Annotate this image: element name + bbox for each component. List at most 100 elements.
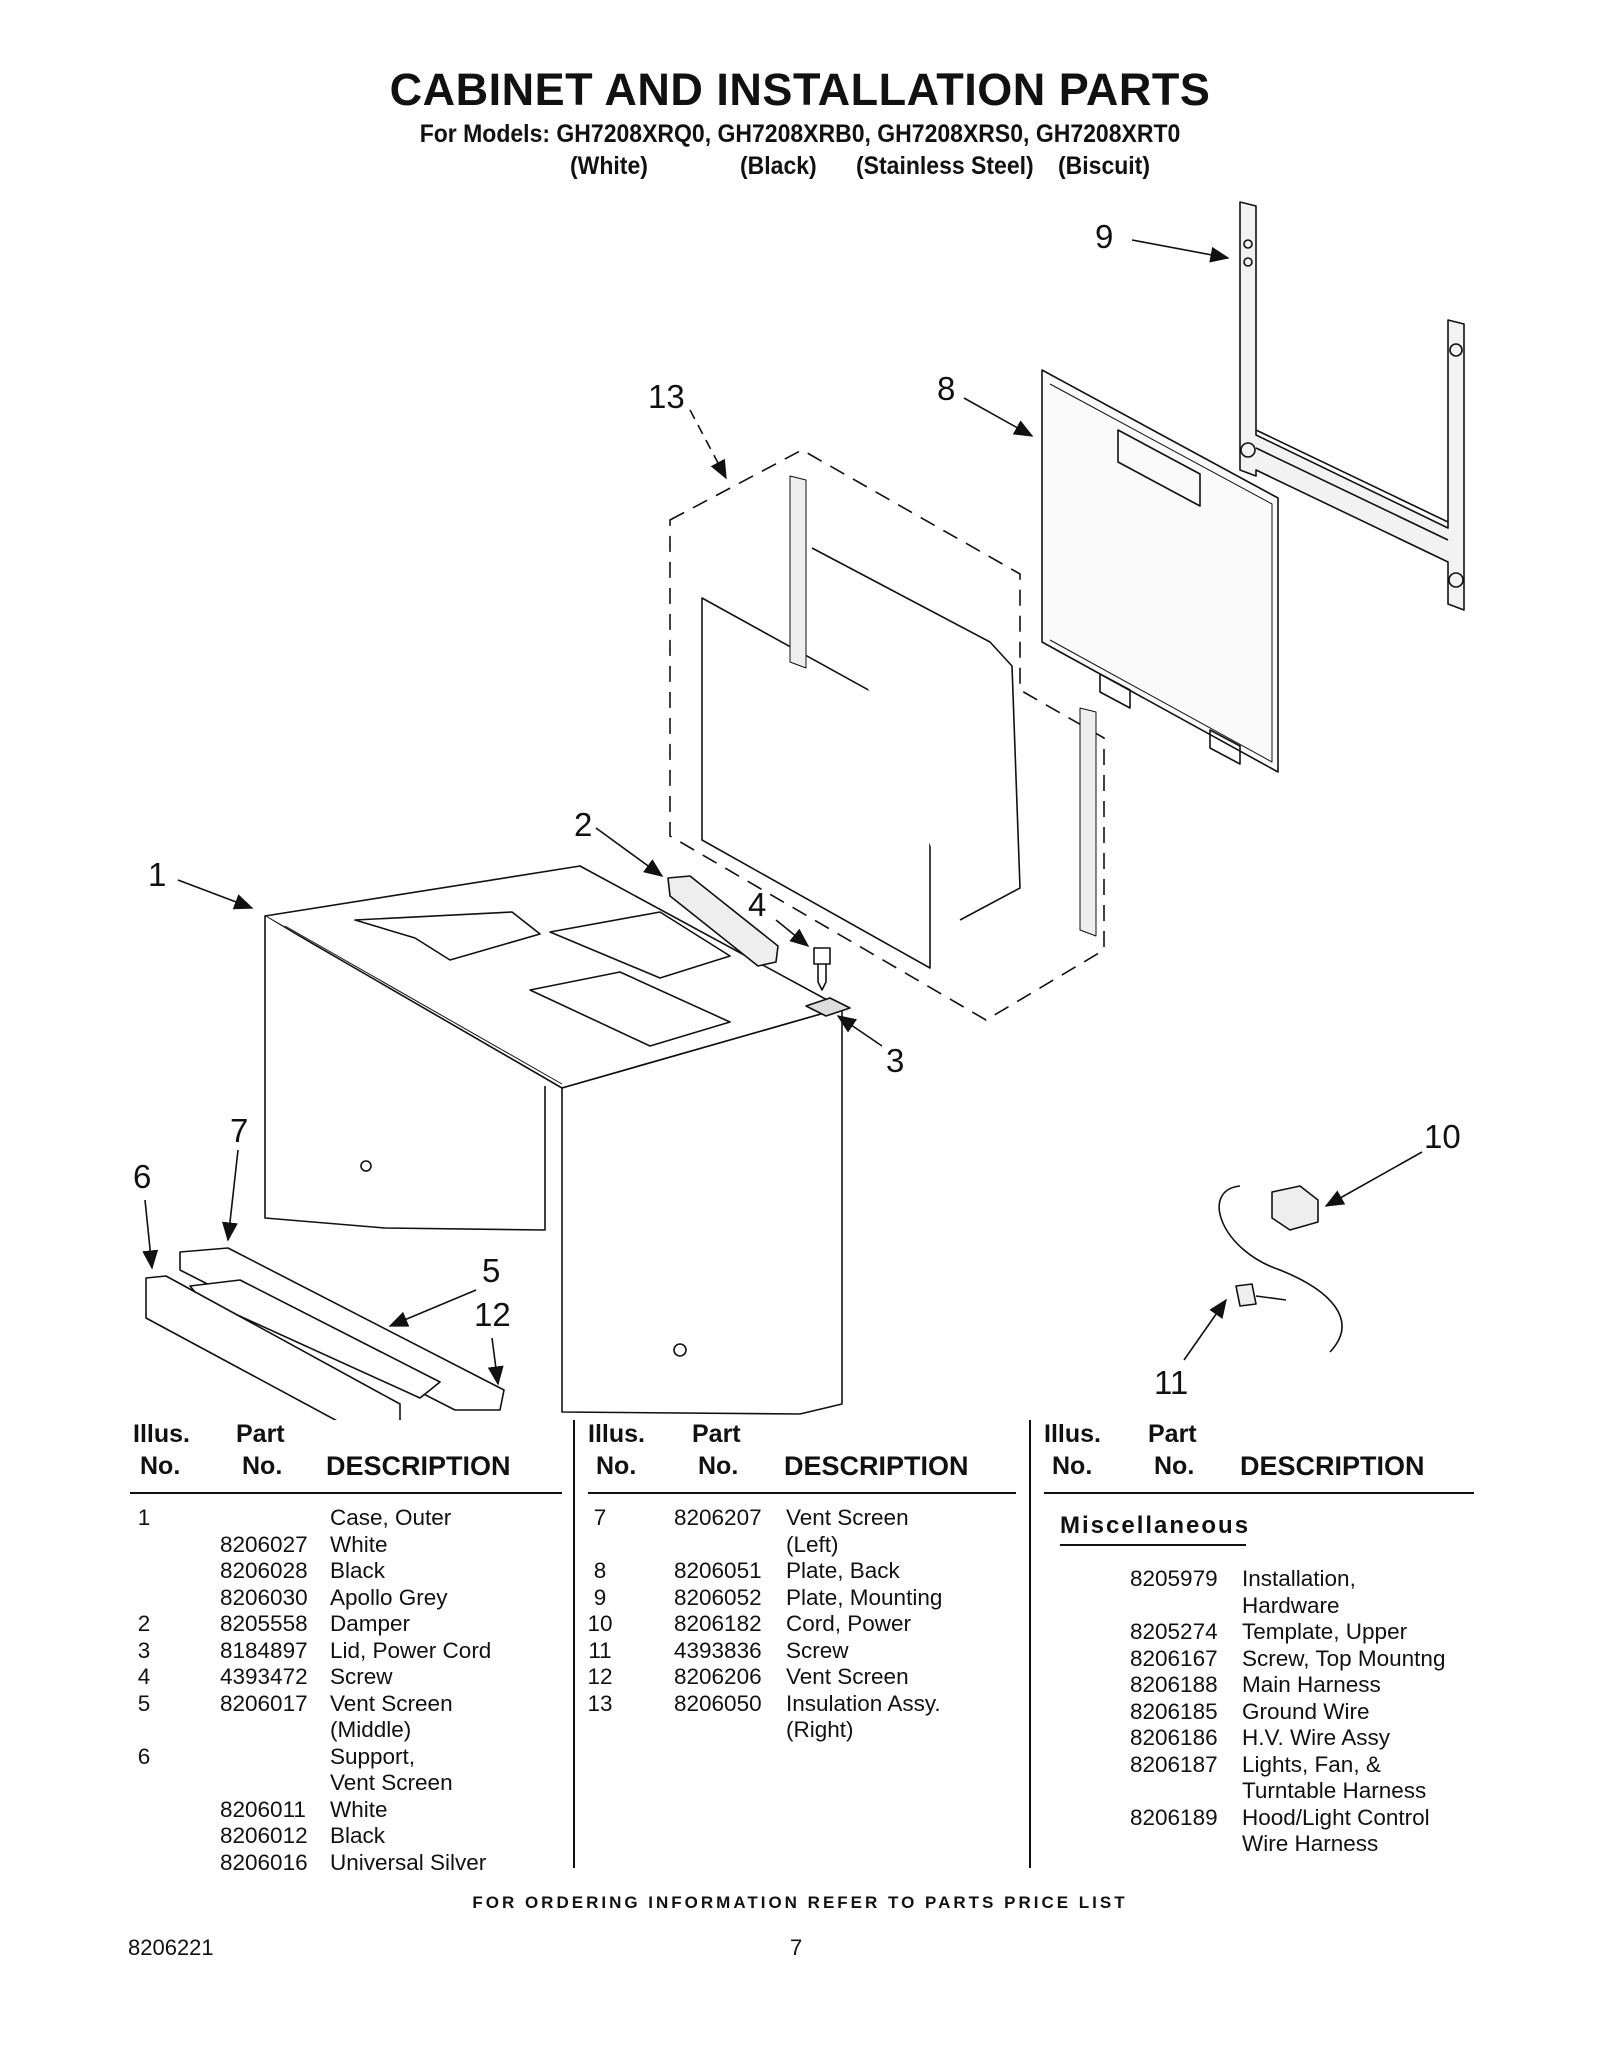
part-description: Lid, Power Cord (330, 1637, 492, 1663)
hdr-description: DESCRIPTION (326, 1451, 511, 1481)
callout-6: 6 (133, 1158, 152, 1195)
hdr-part: Part (692, 1420, 741, 1448)
part-description: Ground Wire (1242, 1698, 1370, 1724)
part-number: 8206207 (674, 1505, 762, 1530)
hdr-description: DESCRIPTION (784, 1451, 969, 1481)
part-number: 8206186 (1130, 1725, 1218, 1750)
misc-section-title: Miscellaneous (1060, 1512, 1251, 1539)
part-description: Vent Screen (786, 1664, 909, 1689)
illus-number: 6 (137, 1743, 151, 1769)
part-description: Screw (330, 1664, 393, 1689)
part-number: 8206027 (220, 1531, 308, 1557)
document-number: 8206221 (128, 1935, 214, 1960)
callout-10: 10 (1424, 1118, 1461, 1155)
hdr-illus: Illus. (133, 1420, 190, 1448)
color-white: (White) (570, 152, 648, 180)
table-rule (588, 1492, 1016, 1494)
part-number: 8206189 (1130, 1804, 1218, 1830)
part-description: Black (330, 1558, 386, 1583)
misc-underline (1060, 1544, 1246, 1546)
page-title: CABINET AND INSTALLATION PARTS (389, 64, 1211, 115)
part-description: Cord, Power (786, 1611, 912, 1636)
part-number: 8206030 (220, 1584, 308, 1610)
illus-number: 5 (137, 1690, 151, 1716)
part-description: (Right) (786, 1717, 854, 1742)
power-cord-part (1218, 1185, 1343, 1353)
mounting-plate-part (1239, 201, 1465, 611)
part-number: 8205979 (1130, 1566, 1218, 1591)
part-description: Wire Harness (1242, 1831, 1379, 1856)
callout-3: 3 (886, 1042, 905, 1079)
illus-number: 9 (593, 1584, 607, 1610)
hdr-description: DESCRIPTION (1240, 1451, 1425, 1481)
part-description: White (330, 1796, 388, 1822)
back-plate-part (1041, 369, 1279, 773)
part-description: Vent Screen (330, 1770, 453, 1795)
illus-number: 13 (587, 1690, 613, 1716)
part-number: 8184897 (220, 1637, 308, 1663)
callout-1: 1 (148, 856, 167, 893)
part-description: Template, Upper (1242, 1619, 1408, 1644)
hdr-illus-no: No. (140, 1452, 181, 1480)
part-description: Plate, Back (786, 1558, 900, 1583)
part-description: Lights, Fan, & (1242, 1751, 1381, 1777)
color-stainless: (Stainless Steel) (856, 152, 1034, 180)
screw-part-4 (813, 947, 831, 991)
callout-2: 2 (574, 806, 593, 843)
part-number: 8206012 (220, 1823, 308, 1848)
callout-4: 4 (748, 886, 767, 923)
illus-number: 1 (137, 1505, 151, 1530)
part-description: Insulation Assy. (786, 1690, 941, 1716)
part-number: 8206051 (674, 1558, 762, 1583)
hdr-part-no: No. (242, 1452, 283, 1480)
part-number: 4393472 (220, 1664, 308, 1689)
part-description: Turntable Harness (1242, 1778, 1427, 1803)
part-number: 8206182 (674, 1611, 762, 1636)
part-description: Damper (330, 1611, 411, 1636)
illus-number: 7 (593, 1505, 607, 1530)
illus-number: 10 (587, 1611, 613, 1636)
part-number: 8206187 (1130, 1751, 1218, 1777)
part-number: 8206050 (674, 1690, 762, 1716)
table-rule (1044, 1492, 1474, 1494)
part-description: (Middle) (330, 1717, 412, 1742)
illus-number: 3 (137, 1637, 151, 1663)
illus-number: 4 (137, 1664, 151, 1689)
insulation-assy-part (669, 449, 1105, 1021)
callout-13: 13 (648, 378, 685, 415)
hdr-part: Part (236, 1420, 285, 1448)
part-number: 8206188 (1130, 1672, 1218, 1697)
part-number: 8206052 (674, 1584, 762, 1610)
hdr-illus: Illus. (1044, 1420, 1101, 1448)
part-number: 8206017 (220, 1690, 308, 1716)
models-line: For Models: GH7208XRQ0, GH7208XRB0, GH72… (419, 120, 1181, 148)
part-description: White (330, 1531, 388, 1557)
part-description: Vent Screen (786, 1505, 909, 1530)
hdr-illus: Illus. (588, 1420, 645, 1448)
part-number: 8205274 (1130, 1619, 1218, 1644)
page-number: 7 (790, 1935, 803, 1960)
part-description: Hardware (1242, 1592, 1340, 1618)
color-black: (Black) (740, 152, 817, 180)
part-description: Plate, Mounting (786, 1584, 943, 1610)
callout-9: 9 (1095, 218, 1114, 255)
part-description: Main Harness (1242, 1672, 1381, 1697)
hdr-part-no: No. (1154, 1452, 1195, 1480)
outer-case-part (264, 865, 843, 1415)
hdr-illus-no: No. (596, 1452, 637, 1480)
part-number: 8206016 (220, 1849, 308, 1875)
lid-power-cord-part (805, 997, 851, 1017)
callout-7: 7 (230, 1112, 249, 1149)
part-number: 8206206 (674, 1664, 762, 1689)
part-description: Screw, Top Mountng (1242, 1645, 1446, 1671)
table-rule (130, 1492, 562, 1494)
part-description: Apollo Grey (330, 1584, 448, 1610)
illus-number: 2 (137, 1611, 151, 1636)
support-vent-screen-part (145, 1275, 401, 1420)
part-description: Hood/Light Control (1242, 1804, 1430, 1830)
color-biscuit: (Biscuit) (1058, 152, 1150, 180)
callout-11: 11 (1154, 1364, 1189, 1401)
part-number: 8206167 (1130, 1645, 1218, 1671)
part-number: 4393836 (674, 1637, 762, 1663)
part-description: H.V. Wire Assy (1242, 1725, 1390, 1750)
